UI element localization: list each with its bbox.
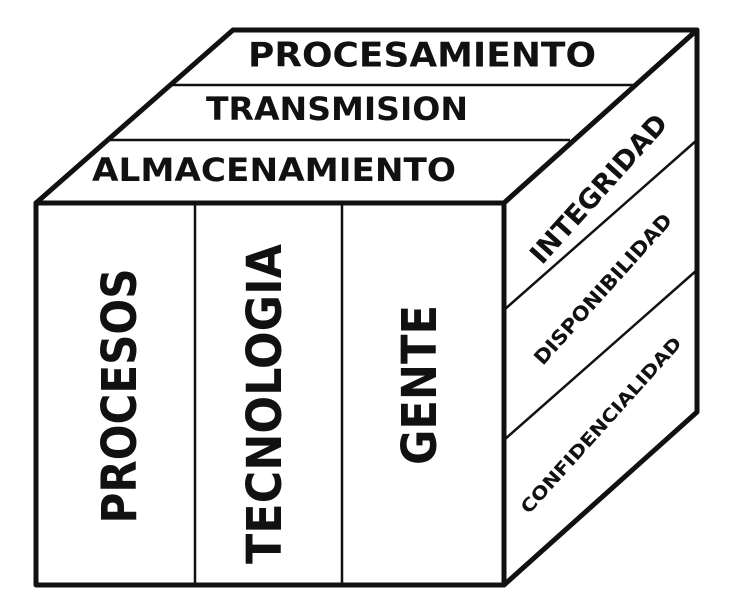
front-column-label-procesos: PROCESOS — [92, 269, 148, 524]
front-column-label-gente: GENTE — [392, 305, 448, 465]
top-layer-label-almacenamiento: ALMACENAMIENTO — [92, 151, 456, 189]
side-divider-2 — [503, 269, 698, 441]
front-column-label-tecnologia: TECNOLOGIA — [237, 244, 293, 564]
top-face: PROCESAMIENTO TRANSMISION ALMACENAMIENTO — [33, 27, 700, 206]
top-layer-label-procesamiento: PROCESAMIENTO — [248, 36, 596, 76]
front-face: PROCESOS TECNOLOGIA GENTE — [33, 200, 507, 588]
front-face-outline — [33, 200, 507, 588]
side-face: INTEGRIDAD DISPONIBILIDAD CONFIDENCIALID… — [501, 27, 700, 588]
side-divider-1 — [503, 139, 698, 311]
top-layer-label-transmision: TRANSMISION — [206, 90, 468, 128]
